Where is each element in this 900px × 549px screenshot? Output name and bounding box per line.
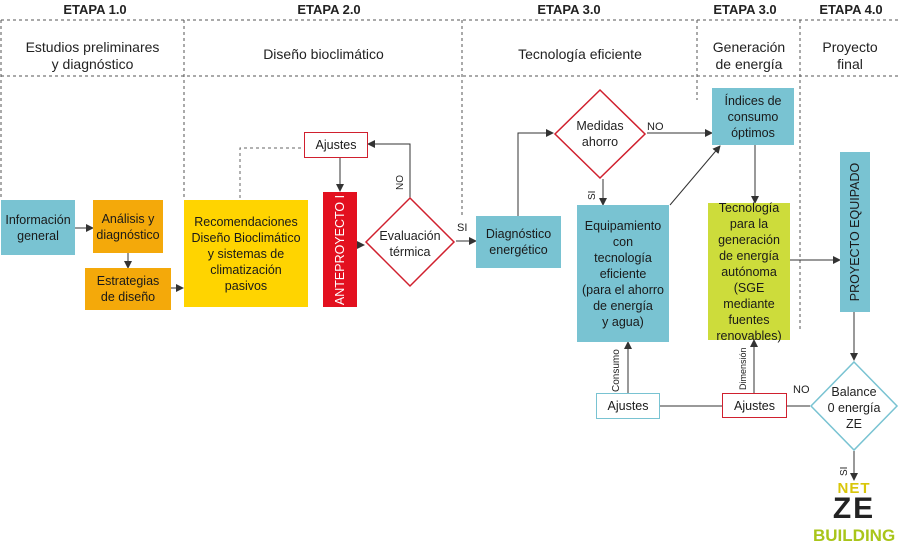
tecnologia-generacion-node: Tecnología para la generación de energía… <box>708 201 790 343</box>
stage-2-label: ETAPA 2.0 <box>297 2 361 17</box>
edge-label-consumo: Consumo <box>611 349 622 392</box>
anteproyecto-node: ANTEPROYECTO I <box>323 192 357 307</box>
ajustes-feedback-line <box>239 147 304 198</box>
edge-label-dimension: Dimensión <box>738 347 748 390</box>
stage-4-label: ETAPA 4.0 <box>819 2 883 17</box>
proyecto-equipado-node: PROYECTO EQUIPADO <box>840 152 870 312</box>
diagnostico-energetico-node: Diagnóstico energético <box>476 216 561 268</box>
edge-label-no-evaluacion: NO <box>395 175 406 190</box>
stage-4-title: Proyecto final <box>822 39 878 72</box>
balance-diamond <box>809 360 899 452</box>
analisis-diagnostico-node: Análisis y diagnóstico <box>93 200 163 253</box>
proyecto-equipado-label: PROYECTO EQUIPADO <box>848 162 862 302</box>
recomendaciones-node: Recomendaciones Diseño Bioclimático y si… <box>184 200 308 307</box>
evaluacion-termica-diamond <box>364 196 456 288</box>
stage-1-title: Estudios preliminares y diagnóstico <box>25 39 160 72</box>
stage-3b-title: Generación de energía <box>712 39 786 72</box>
stage-2-title: Diseño bioclimático <box>263 46 384 62</box>
stage-3b-label: ETAPA 3.0 <box>713 2 777 17</box>
edge-label-no-balance: NO <box>793 384 810 396</box>
stage-1-label: ETAPA 1.0 <box>63 2 127 17</box>
ajustes-top-node: Ajustes <box>304 132 368 158</box>
ajustes-consumo-node: Ajustes <box>596 393 660 419</box>
anteproyecto-label: ANTEPROYECTO I <box>333 194 347 305</box>
equipamiento-node: Equipamiento con tecnología eficiente (p… <box>577 205 669 342</box>
medidas-ahorro-label: Medidas ahorro <box>576 119 624 149</box>
column-separators <box>0 19 899 330</box>
informacion-general-node: Información general <box>1 200 75 255</box>
edge-equipamiento-indices <box>669 145 721 206</box>
edge-label-si-medidas: SI <box>587 190 598 200</box>
medidas-ahorro-diamond <box>553 88 647 180</box>
edge-label-si-evaluacion: SI <box>457 222 468 234</box>
estrategias-diseno-node: Estrategias de diseño <box>85 268 171 310</box>
edge-label-si-balance: SI <box>839 466 850 476</box>
stage-3a-label: ETAPA 3.0 <box>537 2 601 17</box>
net-ze-logo-line2: ZE <box>832 492 876 525</box>
edge-evaluacion-ajustes-no <box>367 140 411 198</box>
net-ze-logo-line3: BUILDING <box>813 526 896 545</box>
indices-consumo-node: Índices de consumo óptimos <box>712 88 794 145</box>
edge-diagnostico-medidas <box>517 129 554 216</box>
edge-label-no-medidas: NO <box>647 121 664 133</box>
ajustes-dimension-node: Ajustes <box>722 393 787 418</box>
stage-3a-title: Tecnología eficiente <box>518 46 642 62</box>
evaluacion-termica-label: Evaluación térmica <box>379 229 441 259</box>
balance-label: Balance 0 energía ZE <box>827 385 881 431</box>
net-ze-logo-line1: NET <box>837 480 871 497</box>
